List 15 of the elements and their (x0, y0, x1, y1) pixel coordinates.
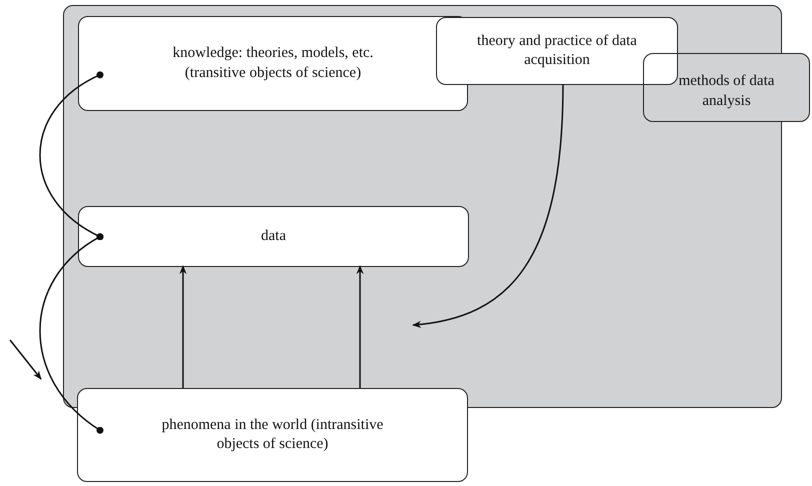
node-label: phenomena in the world (intransitive objects of science) (160, 416, 384, 454)
process-box (436, 17, 678, 85)
process-box (643, 53, 810, 122)
process-box (77, 388, 468, 482)
node-label: theory and practice of data acquisition (476, 32, 638, 70)
process-box (78, 206, 469, 267)
connector-line (39, 233, 104, 434)
container-panel (63, 5, 782, 408)
node-label: data (261, 226, 286, 246)
process-box (78, 16, 468, 111)
arrow (356, 265, 364, 388)
arrow (179, 265, 187, 388)
node-label: methods of data analysis (678, 72, 776, 110)
node-label: knowledge: theories, models, etc. (transitive objects of science) (172, 44, 374, 82)
arrow (412, 84, 564, 328)
